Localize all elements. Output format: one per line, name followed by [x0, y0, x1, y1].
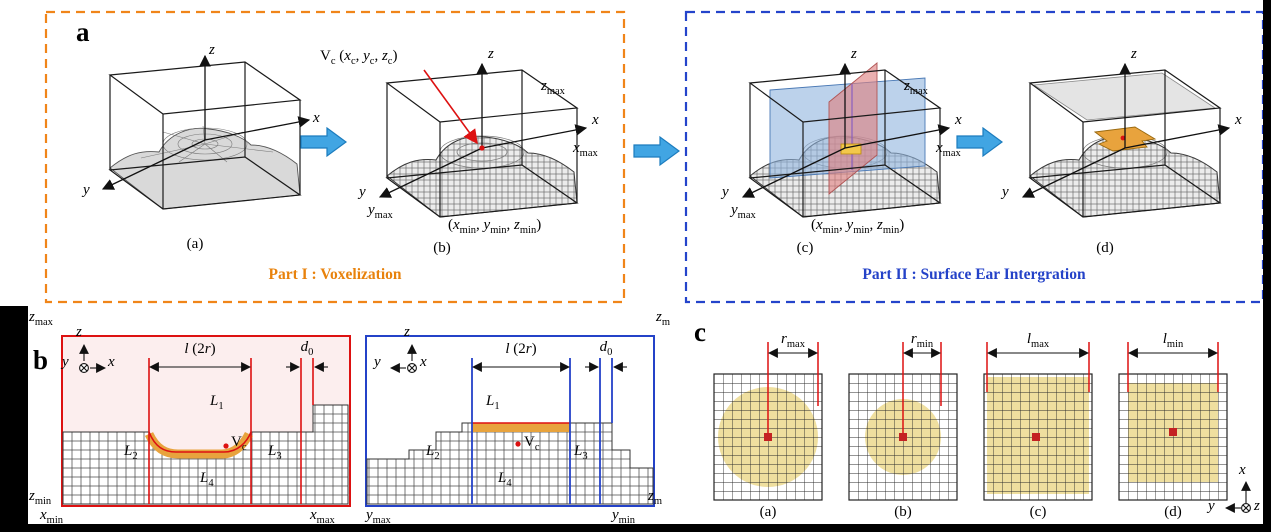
xmin-label: xmin [40, 507, 64, 526]
axis-y-label: y [1002, 184, 1009, 200]
axis-x-label: x [592, 112, 599, 128]
flow-arrow-1 [300, 127, 347, 157]
l-2r-label: l (2r) [505, 341, 537, 357]
axis-z-label: z [488, 46, 494, 62]
axis-triad-panel-c-icon [1225, 481, 1251, 513]
axis-z-label: z [209, 42, 215, 58]
axis-z-label: z [404, 324, 410, 340]
xmax-label: xmax [573, 140, 598, 159]
zmax-label: zmax [541, 78, 565, 97]
ymax-label: ymax [368, 202, 393, 221]
ymax-label: ymax [731, 202, 756, 221]
zm-top-label: zm [656, 309, 671, 328]
axis-x-label: x [1235, 112, 1242, 128]
panel-a-letter: a [76, 17, 90, 47]
panel-b-letter: b [33, 345, 49, 375]
axis-y-label: y [374, 354, 381, 370]
letterbox-left [0, 306, 28, 532]
axis-z-label: z [76, 324, 82, 340]
axis-triad-xz-icon [79, 344, 106, 373]
kernel-grid-c [983, 342, 1093, 501]
ymin-label: ymin [612, 507, 636, 526]
grid-a-caption: (a) [759, 504, 777, 520]
flow-arrow-2 [633, 136, 680, 166]
l-2r-label: l (2r) [184, 341, 216, 357]
ear-band-yz [472, 423, 570, 432]
subfigure-b-voxel-model [380, 64, 586, 218]
xmax-label: xmax [936, 140, 961, 159]
zmax-label: zmax [29, 309, 53, 328]
cross-section-yz [365, 335, 655, 507]
d0-label: d0 [599, 339, 613, 358]
lmin-label: lmin [1162, 331, 1184, 350]
subfig-d-caption: (d) [1096, 240, 1114, 256]
subfig-b-caption: (b) [433, 240, 451, 256]
part2-title: Part II : Surface Ear Intergration [862, 266, 1086, 283]
subfigure-a-mesh-model [103, 56, 309, 210]
axis-x-label: x [1239, 462, 1246, 478]
flow-arrow-3 [956, 127, 1003, 157]
axis-y-label: y [1208, 498, 1215, 514]
d0-label: d0 [300, 339, 314, 358]
subfig-a-caption: (a) [186, 236, 204, 252]
zmin-label: zmin [29, 488, 52, 507]
part1-title: Part I : Voxelization [268, 266, 402, 283]
axis-z-label: z [1254, 498, 1260, 514]
voxel-center-arrow [423, 69, 478, 145]
zm-bottom-label: zm [648, 488, 663, 507]
panel-c-letter: c [694, 317, 706, 347]
ymax-label: ymax [366, 507, 391, 526]
L1-label: L1 [486, 393, 500, 412]
L2-label: L2 [124, 443, 138, 462]
axis-y-label: y [62, 354, 69, 370]
letterbox-right [1263, 0, 1271, 532]
L4-label: L4 [498, 470, 512, 489]
L1-label: L1 [210, 393, 224, 412]
axis-y-label: y [722, 184, 729, 200]
kernel-grid-d [1118, 342, 1228, 501]
kernel-grid-b [848, 342, 958, 501]
kernel-grid-a [713, 342, 823, 501]
subfigure-c-cutting-planes [743, 62, 949, 218]
axis-x-label: x [420, 354, 427, 370]
L2-label: L2 [426, 443, 440, 462]
L3-label: L3 [268, 443, 282, 462]
L3-label: L3 [574, 443, 588, 462]
subfigure-d-ear-surface [1023, 64, 1229, 218]
grid-d-caption: (d) [1164, 504, 1182, 520]
axis-x-label: x [955, 112, 962, 128]
xmax-label: xmax [310, 507, 335, 526]
Vc-label: Vc [231, 434, 247, 453]
L4-label: L4 [200, 470, 214, 489]
grid-c-caption: (c) [1029, 504, 1047, 520]
Vc-label: Vc [524, 434, 540, 453]
origin-min-label: (xmin, ymin, zmin) [448, 217, 542, 236]
terrain-yz [366, 422, 654, 505]
letterbox-bottom [0, 524, 1271, 532]
rmax-label: rmax [781, 331, 805, 350]
rmin-label: rmin [910, 331, 934, 350]
part1-dashed-box [44, 10, 626, 304]
zmax-label: zmax [904, 78, 928, 97]
axis-x-label: x [313, 110, 320, 126]
grid-b-caption: (b) [894, 504, 912, 520]
voxel-center-label: Vc (xc, yc, zc) [320, 48, 398, 67]
origin-min-label: (xmin, ymin, zmin) [811, 217, 905, 236]
intersection-patch [840, 143, 862, 155]
lmax-label: lmax [1026, 331, 1050, 350]
axis-x-label: x [108, 354, 115, 370]
subfig-c-caption: (c) [796, 240, 814, 256]
axis-z-label: z [1131, 46, 1137, 62]
axis-y-label: y [359, 184, 366, 200]
axis-triad-yz-icon [390, 344, 417, 373]
axis-y-label: y [83, 182, 90, 198]
cross-section-xz [61, 335, 351, 507]
axis-z-label: z [851, 46, 857, 62]
